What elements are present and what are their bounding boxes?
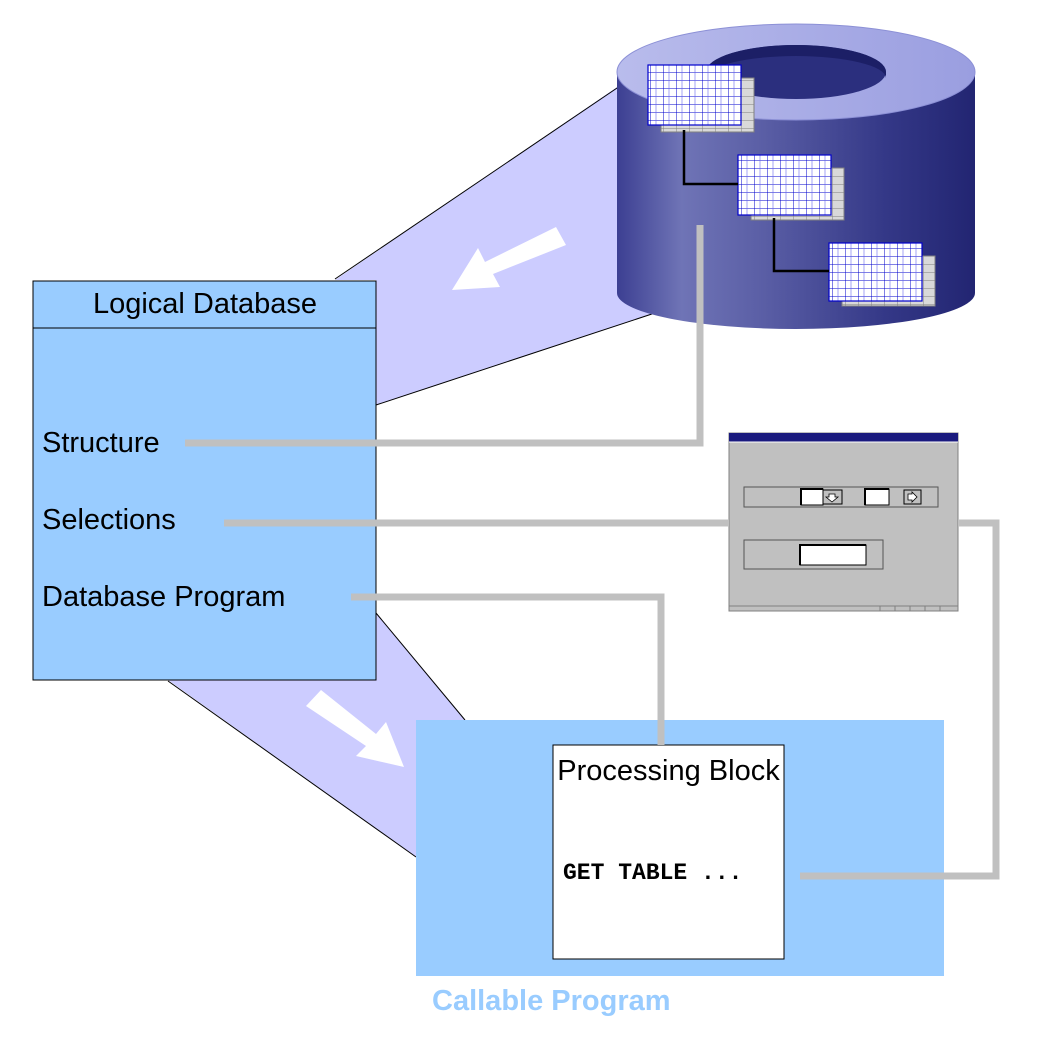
beam-edge-right [375,612,466,721]
arrow-icon [452,227,566,290]
logical-database-title: Logical Database [92,288,318,320]
selections-label: Selections [42,504,176,536]
arrow-icon [306,690,404,767]
processing-block-box [552,744,785,960]
beam-edge-left [167,680,417,858]
table-grid-icon [737,154,845,221]
projection-beam-top [335,85,665,405]
table-grid-icon [647,64,755,133]
structure-connector [185,225,704,447]
table-grid-icon [828,242,936,307]
logical-database-box [32,280,377,681]
table-link [682,130,738,186]
database-program-label: Database Program [42,581,286,613]
structure-label: Structure [42,427,160,459]
callable-program-caption: Callable Program [432,985,671,1017]
get-table-code: GET TABLE ... [563,860,743,886]
processing-block-title: Processing Block [557,755,780,787]
beam-edge-lower [375,309,665,406]
selection-screen-connector [800,519,1000,880]
table-link [772,218,829,273]
beam-edge-upper [334,85,621,280]
projection-beam-bottom [168,613,465,857]
database-program-connector [351,593,665,745]
selection-screen-icon [728,432,959,612]
